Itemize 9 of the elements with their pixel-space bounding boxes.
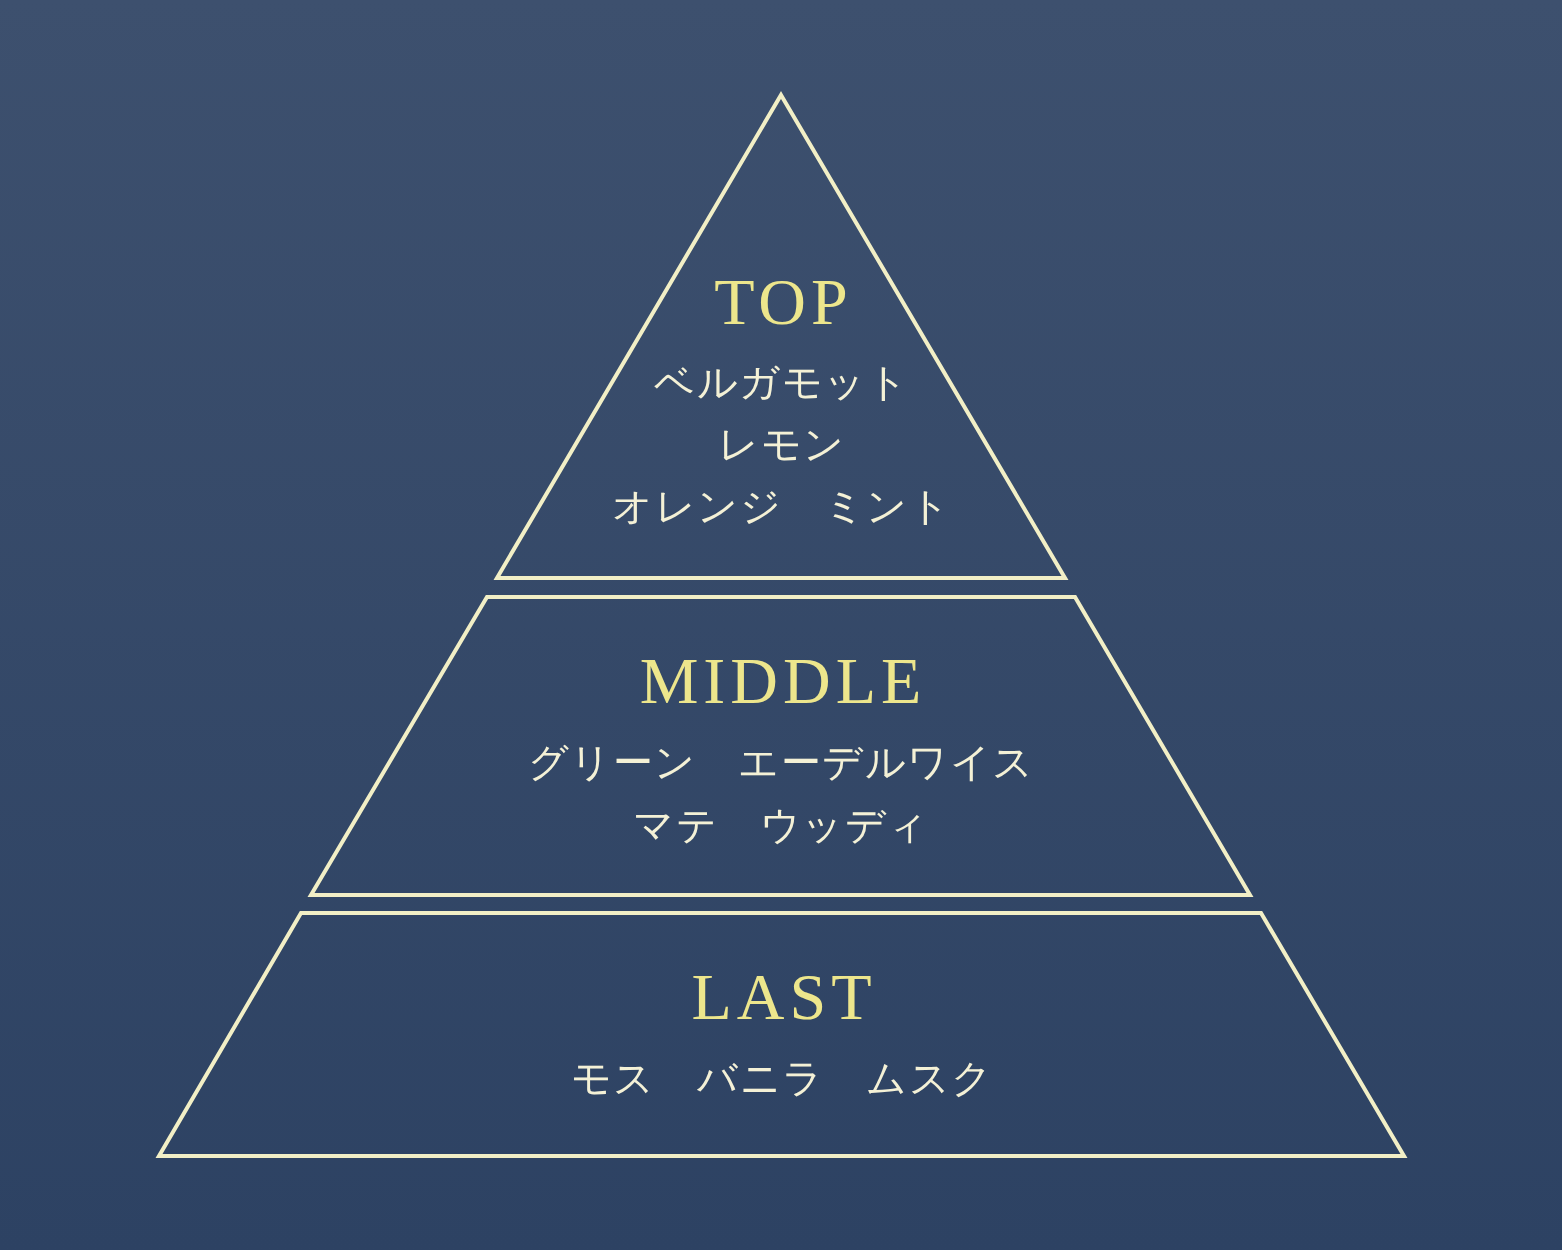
note-text: グリーン エーデルワイス xyxy=(526,739,1035,785)
tier-heading: LAST xyxy=(690,960,877,1034)
note-text: ベルガモット xyxy=(653,359,910,405)
note-text: モス バニラ ムスク xyxy=(569,1055,994,1101)
note-text: マテ ウッディ xyxy=(632,802,930,848)
note-text: オレンジ ミント xyxy=(611,483,952,529)
tier-heading: MIDDLE xyxy=(638,644,927,718)
note-text: レモン xyxy=(717,421,846,467)
tier-heading: TOP xyxy=(713,265,853,339)
